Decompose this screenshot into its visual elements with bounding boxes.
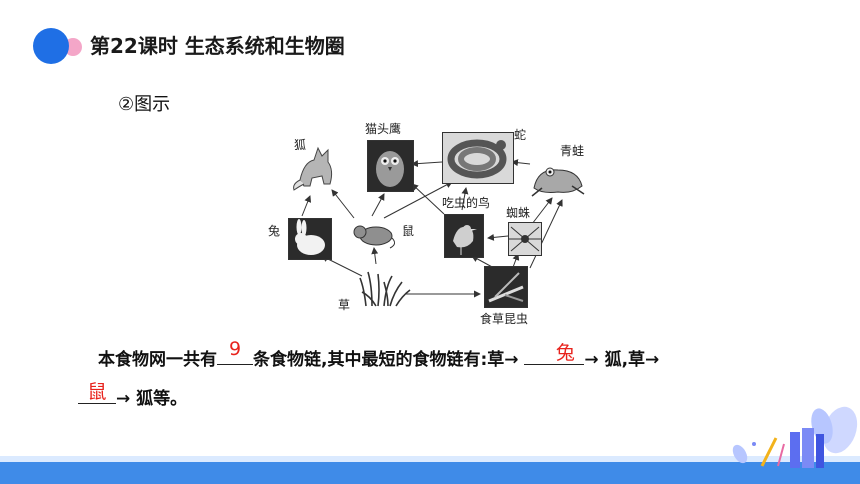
page-title: 第22课时 生态系统和生物圈 [90, 34, 345, 58]
answer-rabbit: 兔 [555, 342, 575, 364]
blank-answer-rabbit: 兔 [524, 342, 585, 365]
insect-label: 食草昆虫 [480, 312, 529, 326]
food-web-diagram: 狐 猫头鹰 蛇 青蛙 兔 [262, 118, 608, 330]
fox-label: 狐 [294, 138, 307, 152]
question-text-3: → 狐,草→ [584, 350, 660, 370]
spider-image [508, 222, 542, 256]
header-dot-blue [33, 28, 69, 64]
question-line-2: 鼠 → 狐等。 [78, 381, 188, 409]
herbivorous-insect-image [484, 266, 528, 308]
fox-image [290, 140, 344, 194]
blank-answer-mouse: 鼠 [78, 381, 116, 404]
rabbit-label: 兔 [268, 224, 281, 238]
answer-chain-count: 9 [228, 338, 242, 360]
question-text-2: 条食物链,其中最短的食物链有:草→ [253, 350, 525, 370]
answer-mouse: 鼠 [87, 381, 107, 403]
snake-label: 蛇 [514, 128, 527, 142]
frog-image [528, 158, 588, 198]
owl-image [367, 140, 414, 192]
spider-label: 蜘蛛 [506, 206, 531, 220]
section-heading: ②图示 [118, 94, 171, 115]
question-text-1: 本食物网一共有 [98, 350, 217, 370]
books-plant-decoration [732, 406, 858, 468]
mouse-label: 鼠 [402, 224, 415, 238]
frog-label: 青蛙 [560, 144, 585, 158]
question-text-4: → 狐等。 [116, 389, 188, 409]
grass-label: 草 [338, 298, 351, 312]
rabbit-image [288, 218, 332, 260]
owl-label: 猫头鹰 [365, 122, 402, 136]
question-line-1: 本食物网一共有 9 条食物链,其中最短的食物链有:草→ 兔 → 狐,草→ [98, 338, 660, 370]
footer-band [0, 456, 860, 484]
insectivorous-bird-image [444, 214, 484, 258]
snake-image [442, 132, 514, 184]
blank-chain-count: 9 [217, 338, 253, 365]
mouse-image [350, 216, 398, 250]
grass-image [358, 268, 412, 308]
bird-label: 吃虫的鸟 [442, 196, 491, 210]
